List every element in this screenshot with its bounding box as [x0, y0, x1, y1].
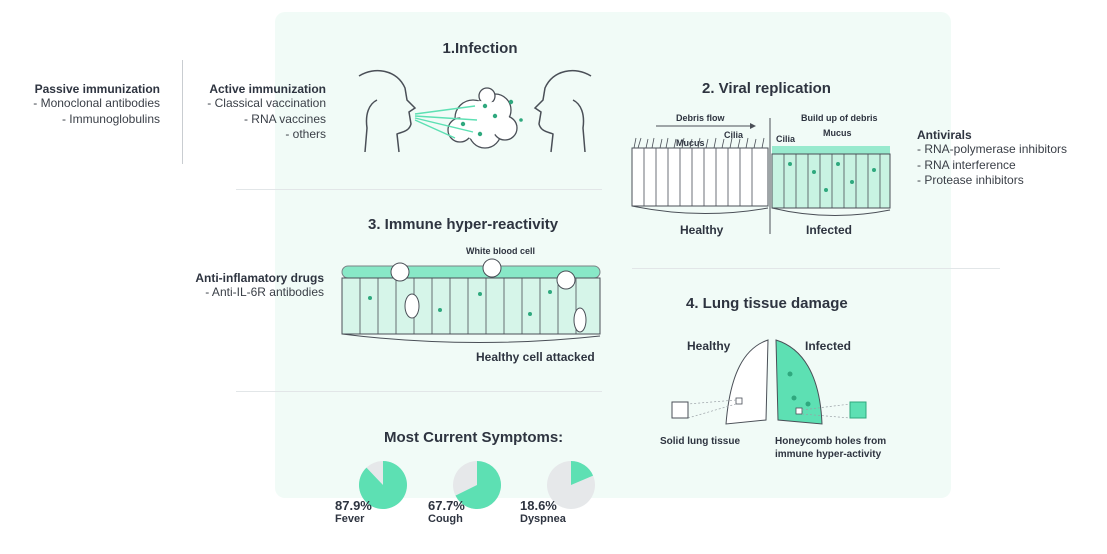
pie-slice-fever [359, 461, 408, 509]
symptom-fever-pct: 87.9% [335, 498, 372, 513]
solid-lung-tissue-label: Solid lung tissue [660, 436, 741, 447]
antivirals-block: Antivirals - RNA-polymerase inhibitors -… [917, 128, 1067, 189]
lung-illustration [671, 339, 867, 425]
antiviral-item: - RNA-polymerase inhibitors [917, 142, 1068, 156]
passive-item: - Immunoglobulins [61, 111, 160, 126]
active-immunization-block: Active immunization - Classical vaccinat… [160, 82, 326, 143]
symptom-cough: 67.7% Cough [428, 498, 465, 525]
infection-title: 1.Infection [442, 40, 518, 57]
antiviral-item: - RNA interference [917, 157, 1016, 172]
symptoms-title: Most Current Symptoms: [384, 429, 564, 446]
passive-item: - Monoclonal antibodies [33, 96, 160, 110]
divider-2 [236, 391, 602, 392]
anti-inflammatory-item: - Anti-IL-6R antibodies [205, 285, 324, 299]
airway-cells-illustration [631, 118, 891, 234]
symptom-cough-pct: 67.7% [428, 498, 465, 513]
divider-1 [236, 189, 602, 190]
left-divider [182, 60, 183, 164]
symptom-fever: 87.9% Fever [335, 498, 372, 525]
active-immunization-title: Active immunization [209, 82, 326, 96]
lung-damage-title: 4. Lung tissue damage [686, 295, 848, 312]
lung-infected-label: Infected [805, 339, 852, 353]
passive-immunization-title: Passive immunization [34, 82, 160, 96]
infection-illustration [358, 69, 592, 153]
anti-inflammatory-title: Anti-inflamatory drugs [195, 271, 324, 285]
cilia-right-label: Cilia [776, 134, 796, 144]
active-item: - others [285, 127, 326, 141]
honeycomb-label-2: immune hyper-activity [775, 449, 882, 460]
divider-3 [632, 268, 1000, 269]
mucus-left-label: Mucus [676, 138, 705, 148]
pie-cough [453, 461, 501, 509]
active-item: - Classical vaccination [207, 96, 326, 110]
white-blood-cell-label: White blood cell [466, 246, 535, 256]
immune-cells-illustration [341, 258, 601, 344]
antivirals-title: Antivirals [917, 128, 972, 142]
antiviral-item: - Protease inhibitors [917, 173, 1024, 187]
pie-slice-dyspnea [571, 461, 594, 485]
symptom-dyspnea: 18.6% Dyspnea [520, 498, 566, 525]
honeycomb-label-1: Honeycomb holes from [775, 436, 887, 447]
immune-title: 3. Immune hyper-reactivity [368, 216, 559, 233]
debris-flow-label: Debris flow [676, 113, 725, 123]
healthy-cell-attacked-label: Healthy cell attacked [476, 350, 595, 364]
symptom-cough-label: Cough [428, 513, 463, 525]
lung-healthy-label: Healthy [687, 339, 731, 353]
pie-fever [359, 461, 408, 509]
anti-inflammatory-block: Anti-inflamatory drugs - Anti-IL-6R anti… [160, 271, 324, 301]
passive-immunization-block: Passive immunization - Monoclonal antibo… [0, 82, 160, 127]
mucus-right-label: Mucus [823, 128, 852, 138]
cilia-left-label: Cilia [724, 130, 744, 140]
viral-infected-label: Infected [806, 223, 853, 237]
pie-dyspnea [547, 461, 595, 509]
viral-healthy-label: Healthy [680, 223, 724, 237]
pie-slice-cough [455, 461, 501, 509]
active-item: - RNA vaccines [243, 111, 326, 126]
symptom-fever-label: Fever [335, 513, 365, 525]
viral-replication-title: 2. Viral replication [702, 80, 831, 97]
symptom-dyspnea-pct: 18.6% [520, 498, 557, 513]
build-up-label: Build up of debris [801, 113, 878, 123]
symptom-dyspnea-label: Dyspnea [520, 513, 566, 525]
